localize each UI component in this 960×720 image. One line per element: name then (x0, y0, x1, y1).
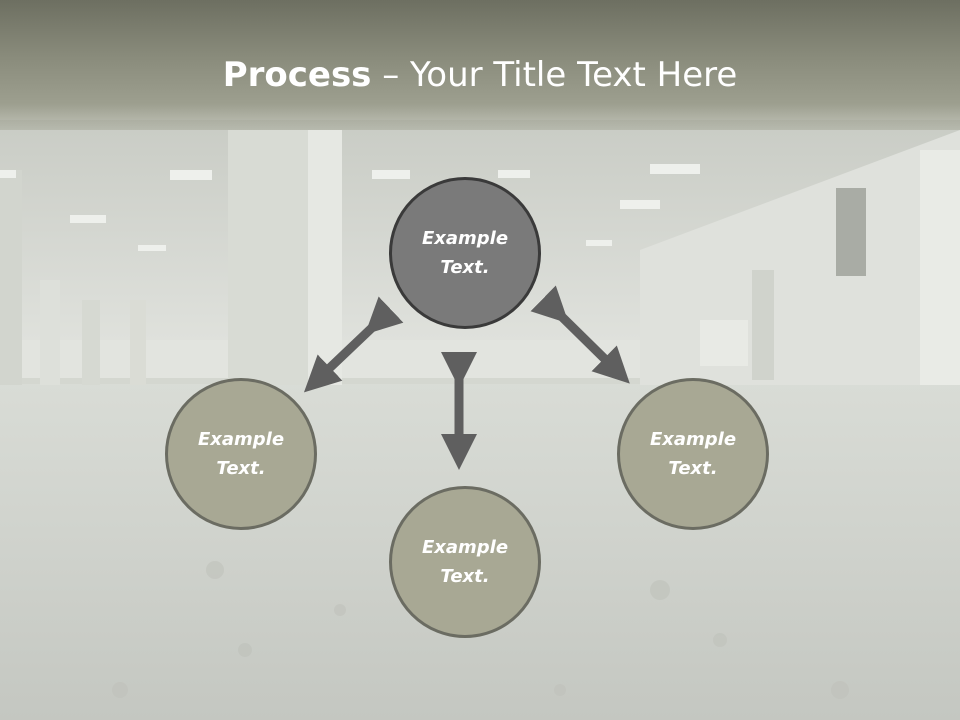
node-right-line2: Text. (668, 458, 718, 479)
node-left-line1: Example (197, 429, 285, 450)
node-center-line1: Example (421, 228, 509, 249)
process-node-right: Example Text. (617, 378, 769, 530)
node-bottom-line1: Example (421, 537, 509, 558)
node-right-line1: Example (649, 429, 737, 450)
title-band (0, 0, 960, 130)
process-node-left: Example Text. (165, 378, 317, 530)
process-node-center: Example Text. (389, 177, 541, 329)
title-rest-text: – Your Title Text Here (371, 55, 738, 95)
title-bold-text: Process (222, 55, 372, 95)
slide-title: Process – Your Title Text Here (0, 50, 960, 100)
node-center-line2: Text. (440, 257, 490, 278)
process-node-bottom: Example Text. (389, 486, 541, 638)
node-left-line2: Text. (216, 458, 266, 479)
arrow-center-left (303, 296, 404, 393)
node-bottom-line2: Text. (440, 566, 490, 587)
arrow-center-right (530, 285, 630, 384)
